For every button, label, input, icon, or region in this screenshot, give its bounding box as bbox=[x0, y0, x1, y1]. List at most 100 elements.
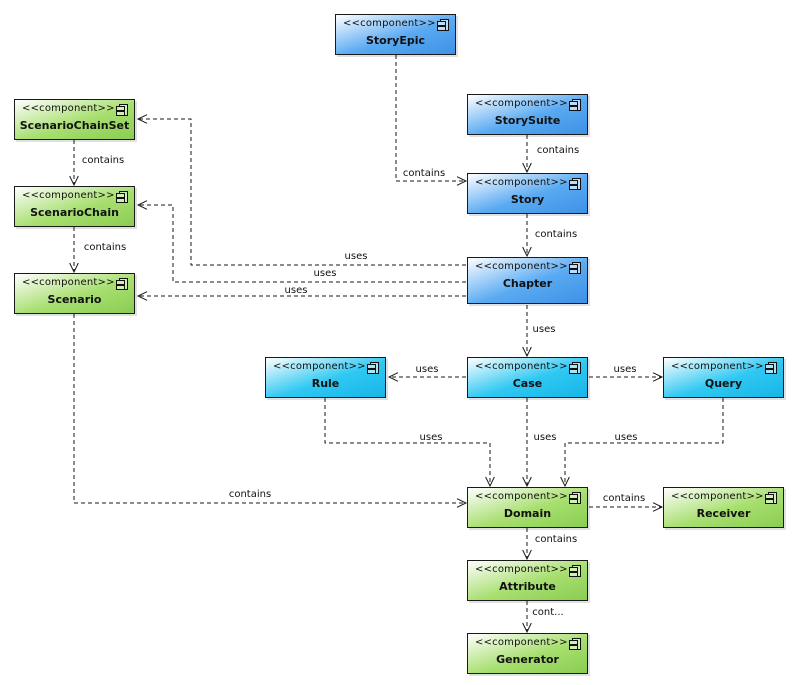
edge-scenariochain-to-scenario: contains bbox=[69, 227, 126, 274]
arrowhead-icon bbox=[485, 476, 495, 488]
edge-domain-to-attribute: contains bbox=[522, 528, 577, 561]
edge-label: uses bbox=[416, 364, 439, 375]
node-attribute[interactable]: <<component>> Attribute bbox=[467, 560, 588, 601]
node-domain[interactable]: <<component>> Domain bbox=[467, 487, 588, 528]
component-name: Receiver bbox=[696, 507, 751, 520]
component-icon bbox=[569, 638, 581, 650]
arrowhead-icon bbox=[522, 549, 532, 561]
edge-scenario-to-domain: contains bbox=[73, 314, 468, 508]
edge-chapter-to-scenario: uses bbox=[136, 285, 466, 301]
node-receiver[interactable]: <<component>> Receiver bbox=[663, 487, 784, 528]
stereotype-label: <<component>> bbox=[22, 277, 115, 288]
node-query[interactable]: <<component>> Query bbox=[663, 357, 784, 398]
node-case[interactable]: <<component>> Case bbox=[467, 357, 588, 398]
dependency-line bbox=[564, 398, 724, 486]
edge-attribute-to-generator: cont... bbox=[522, 601, 564, 634]
node-rule[interactable]: <<component>> Rule bbox=[265, 357, 386, 398]
node-generator[interactable]: <<component>> Generator bbox=[467, 633, 588, 674]
edge-scenariochainset-to-scenariochain: contains bbox=[69, 140, 124, 187]
stereotype-label: <<component>> bbox=[475, 361, 568, 372]
edge-label: uses bbox=[614, 364, 637, 375]
edge-case-to-rule: uses bbox=[387, 364, 466, 382]
component-name: Query bbox=[704, 377, 743, 390]
component-name: Domain bbox=[503, 507, 552, 520]
component-icon bbox=[116, 278, 128, 290]
component-name: StorySuite bbox=[494, 114, 561, 127]
edge-label: contains bbox=[229, 489, 271, 500]
dependency-line bbox=[324, 398, 491, 486]
edge-chapter-to-scenariochainset: uses bbox=[136, 114, 466, 266]
stereotype-label: <<component>> bbox=[343, 18, 436, 29]
stereotype-label: <<component>> bbox=[475, 98, 568, 109]
stereotype-label: <<component>> bbox=[475, 491, 568, 502]
node-storyepic[interactable]: <<component>> StoryEpic bbox=[335, 14, 456, 55]
arrowhead-icon bbox=[69, 175, 79, 187]
edge-label: uses bbox=[533, 324, 556, 335]
component-icon bbox=[367, 362, 379, 374]
arrowhead-icon bbox=[136, 114, 148, 124]
dependency-line bbox=[395, 55, 466, 182]
component-name: Case bbox=[512, 377, 543, 390]
component-icon bbox=[569, 492, 581, 504]
arrowhead-icon bbox=[522, 162, 532, 174]
stereotype-label: <<component>> bbox=[671, 491, 764, 502]
arrowhead-icon bbox=[560, 476, 570, 488]
arrowhead-icon bbox=[522, 476, 532, 488]
edge-case-to-domain: uses bbox=[522, 398, 557, 488]
component-name: Rule bbox=[311, 377, 340, 390]
component-name: ScenarioChainSet bbox=[19, 119, 130, 132]
node-storysuite[interactable]: <<component>> StorySuite bbox=[467, 94, 588, 135]
edge-storyepic-to-story: contains bbox=[395, 55, 468, 186]
edge-label: uses bbox=[314, 268, 337, 279]
edge-chapter-to-scenariochain: uses bbox=[136, 200, 466, 283]
component-name: ScenarioChain bbox=[30, 206, 119, 219]
component-icon bbox=[116, 104, 128, 116]
component-name: Generator bbox=[496, 653, 559, 666]
edge-storysuite-to-story: contains bbox=[522, 135, 579, 174]
component-icon bbox=[569, 262, 581, 274]
node-story[interactable]: <<component>> Story bbox=[467, 173, 588, 214]
edge-label: cont... bbox=[532, 607, 563, 618]
node-chapter[interactable]: <<component>> Chapter bbox=[467, 257, 588, 304]
component-icon bbox=[116, 191, 128, 203]
edge-case-to-query: uses bbox=[589, 364, 664, 382]
component-name: StoryEpic bbox=[365, 34, 425, 47]
node-scenariochain[interactable]: <<component>> ScenarioChain bbox=[14, 186, 135, 227]
edge-label: uses bbox=[534, 432, 557, 443]
edge-label: uses bbox=[345, 251, 368, 262]
arrowhead-icon bbox=[456, 176, 468, 186]
stereotype-label: <<component>> bbox=[475, 637, 568, 648]
stereotype-label: <<component>> bbox=[273, 361, 366, 372]
arrowhead-icon bbox=[387, 372, 399, 382]
arrowhead-icon bbox=[136, 200, 148, 210]
component-name: Story bbox=[510, 193, 545, 206]
stereotype-label: <<component>> bbox=[475, 564, 568, 575]
component-icon bbox=[569, 565, 581, 577]
edge-query-to-domain: uses bbox=[560, 398, 724, 488]
stereotype-label: <<component>> bbox=[475, 177, 568, 188]
component-icon bbox=[437, 19, 449, 31]
stereotype-label: <<component>> bbox=[671, 361, 764, 372]
arrowhead-icon bbox=[522, 346, 532, 358]
arrowhead-icon bbox=[652, 372, 664, 382]
edge-chapter-to-case: uses bbox=[522, 305, 556, 358]
arrowhead-icon bbox=[69, 262, 79, 274]
arrowhead-icon bbox=[522, 622, 532, 634]
arrowhead-icon bbox=[456, 498, 468, 508]
node-scenario[interactable]: <<component>> Scenario bbox=[14, 273, 135, 314]
arrowhead-icon bbox=[522, 246, 532, 258]
edge-label: contains bbox=[537, 145, 579, 156]
edge-label: uses bbox=[285, 285, 308, 296]
edge-label: contains bbox=[535, 229, 577, 240]
edge-domain-to-receiver: contains bbox=[589, 493, 664, 512]
component-icon bbox=[569, 362, 581, 374]
dependency-line bbox=[73, 314, 466, 504]
edge-label: contains bbox=[82, 155, 124, 166]
edge-label: contains bbox=[603, 493, 645, 504]
node-scenariochainset[interactable]: <<component>> ScenarioChainSet bbox=[14, 99, 135, 140]
component-icon bbox=[765, 362, 777, 374]
edge-label: contains bbox=[84, 242, 126, 253]
stereotype-label: <<component>> bbox=[22, 190, 115, 201]
